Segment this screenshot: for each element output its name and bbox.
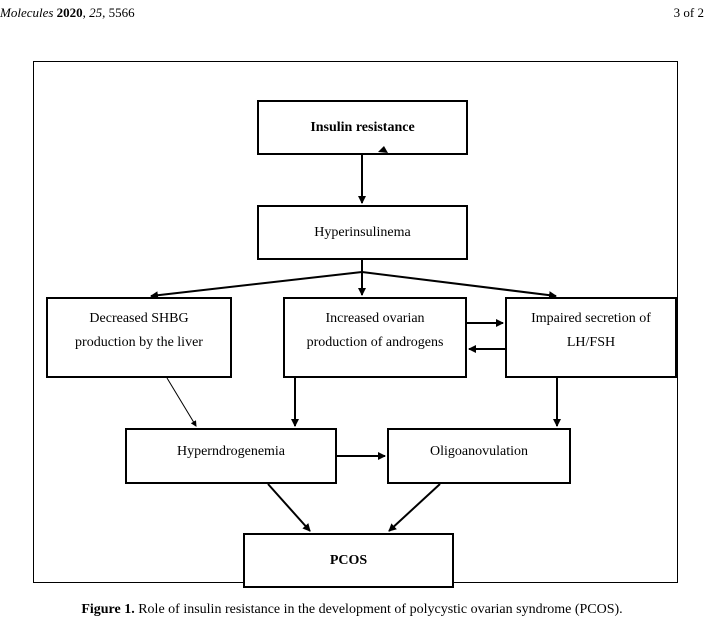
insulin-resistance-label: Insulin resistance [310, 119, 415, 135]
figure-label: Figure 1. [81, 602, 135, 617]
figure-caption-text: Role of insulin resistance in the develo… [134, 602, 623, 617]
pcos-label: PCOS [329, 552, 368, 568]
small-arrowhead-icon [378, 146, 388, 153]
hyperinsulinemia-label: Hyperinsulinema [314, 224, 411, 240]
journal-volume: 25 [89, 5, 103, 20]
journal-year: 2020 [56, 5, 83, 20]
impaired-lh-fsh-box: Impaired secretion of LH/FSH [505, 297, 677, 378]
article-number: , 5566 [102, 5, 135, 20]
journal-name: Molecules [0, 5, 54, 20]
arrow-to-impaired-lh-fsh [361, 271, 557, 300]
running-header-citation: Molecules 2020, 25, 5566 [0, 5, 135, 20]
hyperandrogenemia-box: Hyperndrogenemia [125, 428, 337, 484]
hyperinsulinemia-box: Hyperinsulinema [257, 205, 468, 260]
arrow-to-decreased-shbg [150, 271, 363, 300]
hyperandrogenemia-label: Hyperndrogenemia [176, 444, 286, 459]
decreased-shbg-box: Decreased SHBG production by the liver [46, 297, 232, 378]
arrow-shbg-to-hyperandrogenemia [166, 377, 197, 427]
page-number: 3 of 2 [673, 5, 704, 20]
oligoanovulation-label: Oligoanovulation [430, 444, 528, 459]
pcos-box: PCOS [243, 533, 454, 588]
increased-ovarian-androgens-label: Increased ovarian production of androgen… [306, 311, 444, 350]
arrow-hyperandrogenemia-to-pcos [267, 483, 311, 532]
increased-ovarian-androgens-box: Increased ovarian production of androgen… [283, 297, 467, 378]
decreased-shbg-label: Decreased SHBG production by the liver [75, 311, 203, 350]
figure-caption: Figure 1. Role of insulin resistance in … [0, 602, 704, 618]
arrow-oligoanovulation-to-pcos [388, 483, 441, 532]
impaired-lh-fsh-label: Impaired secretion of LH/FSH [531, 311, 651, 350]
oligoanovulation-box: Oligoanovulation [387, 428, 571, 484]
insulin-resistance-box: Insulin resistance [257, 100, 468, 155]
